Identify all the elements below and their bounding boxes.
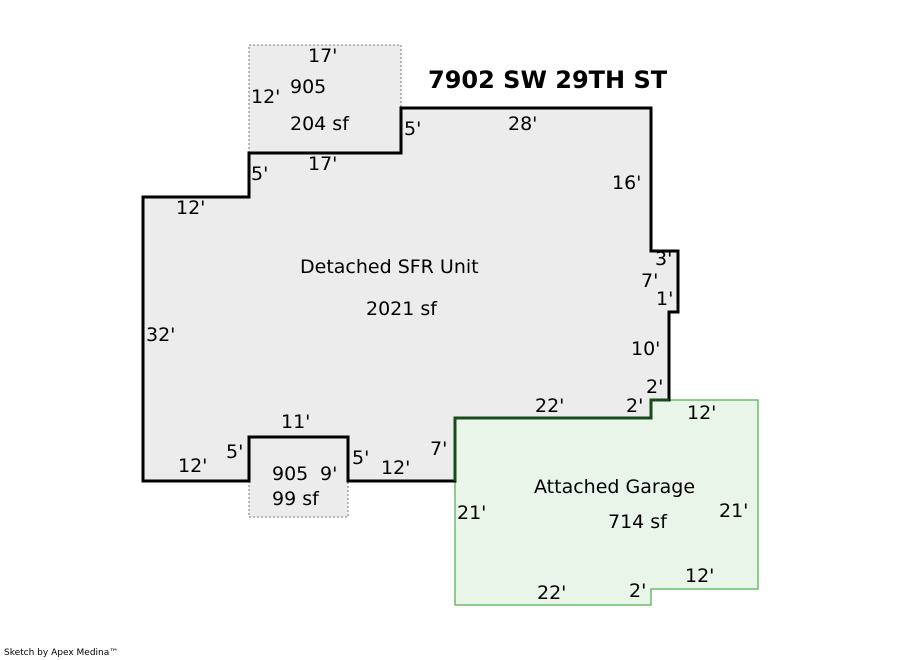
dim-label: 2' — [629, 580, 647, 602]
shared-wall — [453, 398, 669, 481]
main-area-size: 2021 sf — [366, 298, 437, 320]
dim-label: 5' — [251, 163, 269, 185]
garage-area-name: Attached Garage — [534, 476, 696, 498]
dim-label: 9' — [320, 463, 338, 485]
dim-label: 5' — [352, 447, 370, 469]
dim-label: 12' — [178, 455, 208, 477]
dim-label: 5' — [226, 441, 244, 463]
dim-label: 28' — [508, 113, 538, 135]
dim-label: 21' — [719, 500, 749, 522]
porch-top-area: 204 sf — [290, 113, 349, 135]
dim-label: 12' — [685, 565, 715, 587]
dim-label: 22' — [537, 582, 567, 604]
porch-top-shape — [248, 44, 402, 154]
dim-label: 16' — [612, 172, 642, 194]
dim-label: 2' — [626, 395, 644, 417]
porch-bottom-area: 99 sf — [272, 488, 319, 510]
dim-label: 5' — [404, 118, 422, 140]
dim-label: 32' — [146, 324, 176, 346]
dim-label: 1' — [656, 288, 674, 310]
address-title: 7902 SW 29TH ST — [428, 66, 668, 94]
dim-label: 7' — [430, 438, 448, 460]
dim-label: 11' — [281, 411, 311, 433]
dim-label: 3' — [655, 248, 673, 270]
dim-label: 17' — [308, 45, 338, 67]
dim-label: 12' — [176, 197, 206, 219]
porch-bottom-shape — [248, 436, 349, 518]
porch-top-code: 905 — [290, 76, 327, 98]
porch-bottom-code: 905 — [272, 463, 309, 485]
dim-label: 17' — [308, 153, 338, 175]
sketch-credit: Sketch by Apex Medina™ — [4, 648, 119, 658]
garage-area-size: 714 sf — [608, 511, 667, 533]
dim-label: 10' — [631, 338, 661, 360]
dim-label: 12' — [381, 457, 411, 479]
dim-label: 12' — [687, 402, 717, 424]
main-area-name: Detached SFR Unit — [300, 256, 479, 278]
dim-label: 7' — [641, 270, 659, 292]
dim-label: 12' — [251, 86, 281, 108]
dim-label: 2' — [646, 376, 664, 398]
dim-label: 22' — [535, 395, 565, 417]
dim-label: 21' — [457, 502, 487, 524]
